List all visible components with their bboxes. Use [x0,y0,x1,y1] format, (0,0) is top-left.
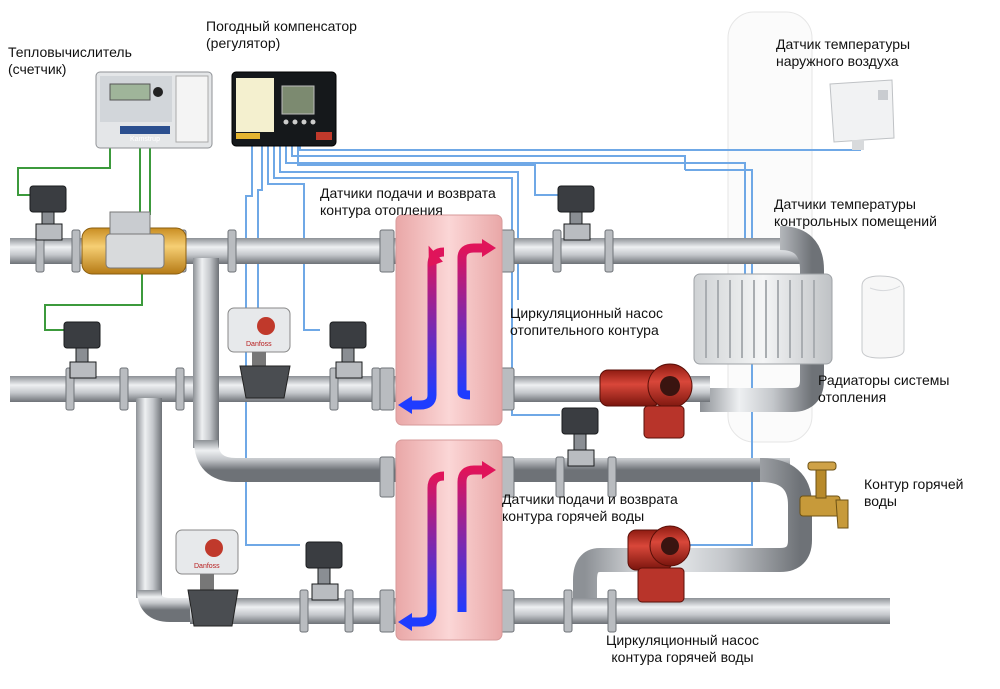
sensor-hot-water-supply [561,407,599,467]
label-hot-water-circuit-line1: Контур горячей [864,476,964,492]
label-heating-sensors-line1: Датчики подачи и возврата [320,185,496,201]
label-outdoor-sensor: Датчик температуры наружного воздуха [776,36,910,70]
label-radiators-line1: Радиаторы системы [818,372,950,388]
label-hot-water-pump-line1: Циркуляционный насос [606,632,760,648]
sensor-heating-return [329,321,367,379]
heat-calculator-device [95,71,213,149]
pipe-flanges [35,229,617,633]
label-hot-water-pump: Циркуляционный насос контура горячей вод… [606,632,759,666]
label-heating-sensors: Датчики подачи и возврата контура отопле… [320,185,496,219]
sensor-hot-water-return [305,541,343,601]
control-valve-hot-water [175,529,239,627]
label-hot-water-circuit: Контур горячей воды [864,476,963,510]
heat-exchanger-hot-water [395,439,503,641]
label-weather-compensator-line1: Погодный компенсатор [206,18,357,34]
sensor-heating-supply [557,185,595,241]
label-hot-water-sensors-line1: Датчики подачи и возврата [502,491,678,507]
label-hot-water-sensors-line2: контура горячей воды [502,508,645,524]
sensor-top-left [29,185,67,241]
label-heating-sensors-line2: контура отопления [320,202,443,218]
label-weather-compensator-line2: (регулятор) [206,35,281,51]
radiator [693,273,833,365]
weather-compensator-device [231,71,337,147]
label-weather-compensator: Погодный компенсатор (регулятор) [206,18,357,52]
label-hot-water-pump-line2: контура горячей воды [611,649,754,665]
circulation-pump-hot-water [627,525,691,603]
label-room-sensors: Датчики температуры контрольных помещени… [774,196,937,230]
meter-wires [17,148,151,331]
label-room-sensors-line1: Датчики температуры [774,196,916,212]
heat-exchanger-heating [395,214,503,426]
meter-brand-text: Kamstrup [130,136,160,143]
valve-brand-text-heating: Danfoss [246,341,272,348]
room-temperature-sensor [861,275,905,359]
label-heat-calculator-line1: Тепловычислитель [8,44,132,60]
label-outdoor-sensor-line2: наружного воздуха [776,53,899,69]
circulation-pump-heating [599,363,693,439]
label-room-sensors-line2: контрольных помещений [774,213,937,229]
label-outdoor-sensor-line1: Датчик температуры [776,36,911,52]
pipe-temperature-sensors [29,185,599,601]
label-heat-calculator: Тепловычислитель (счетчик) [8,44,132,78]
label-heat-calculator-line2: (счетчик) [8,61,67,77]
label-hot-water-sensors: Датчики подачи и возврата контура горяче… [502,491,678,525]
label-hot-water-circuit-line2: воды [864,493,897,509]
flow-meter [81,211,187,275]
control-valve-heating [227,307,291,399]
outdoor-air-sensor [829,79,895,150]
label-heating-pump-line2: отопительного контура [510,322,659,338]
sensor-mid-left [63,321,101,379]
label-heating-pump: Циркуляционный насос отопительного конту… [510,305,663,339]
label-radiators: Радиаторы системы отопления [818,372,949,406]
label-heating-pump-line1: Циркуляционный насос [510,305,664,321]
hot-water-tap [799,461,849,529]
valve-brand-text-hot-water: Danfoss [194,563,220,570]
label-radiators-line2: отопления [818,389,887,405]
